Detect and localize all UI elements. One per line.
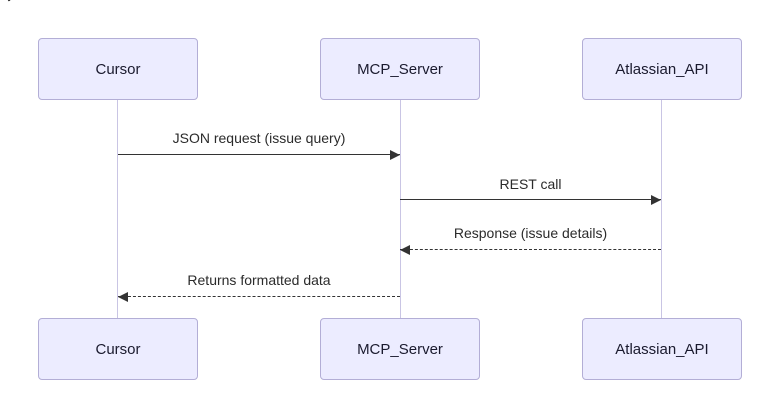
arrowhead-left-icon bbox=[118, 292, 128, 302]
actor-label: Atlassian_API bbox=[615, 340, 709, 358]
message-arrow-rest-call bbox=[400, 195, 661, 205]
actor-label: MCP_Server bbox=[357, 340, 443, 358]
message-label-json-request: JSON request (issue query) bbox=[172, 130, 346, 146]
actor-bottom-cursor: Cursor bbox=[38, 318, 198, 380]
corner-artifact-mark bbox=[7, 0, 18, 2]
actor-label: Cursor bbox=[95, 60, 141, 78]
lifeline-cursor bbox=[117, 100, 118, 318]
actor-bottom-mcp-server: MCP_Server bbox=[320, 318, 480, 380]
message-label-returns-data: Returns formatted data bbox=[187, 272, 331, 288]
actor-bottom-atlassian-api: Atlassian_API bbox=[582, 318, 742, 380]
actor-label: Cursor bbox=[95, 340, 141, 358]
lifeline-atlassian-api bbox=[661, 100, 662, 318]
lifeline-mcp-server bbox=[400, 100, 401, 318]
actor-top-atlassian-api: Atlassian_API bbox=[582, 38, 742, 100]
actor-top-cursor: Cursor bbox=[38, 38, 198, 100]
actor-top-mcp-server: MCP_Server bbox=[320, 38, 480, 100]
message-label-rest-call: REST call bbox=[499, 176, 562, 192]
message-arrow-json-request bbox=[118, 150, 400, 160]
arrowhead-right-icon bbox=[651, 195, 661, 205]
arrowhead-right-icon bbox=[390, 150, 400, 160]
actor-label: Atlassian_API bbox=[615, 60, 709, 78]
actor-label: MCP_Server bbox=[357, 60, 443, 78]
message-arrow-returns-data bbox=[118, 292, 400, 302]
arrowhead-left-icon bbox=[400, 245, 410, 255]
message-arrow-response bbox=[400, 245, 661, 255]
message-label-response: Response (issue details) bbox=[453, 225, 608, 241]
